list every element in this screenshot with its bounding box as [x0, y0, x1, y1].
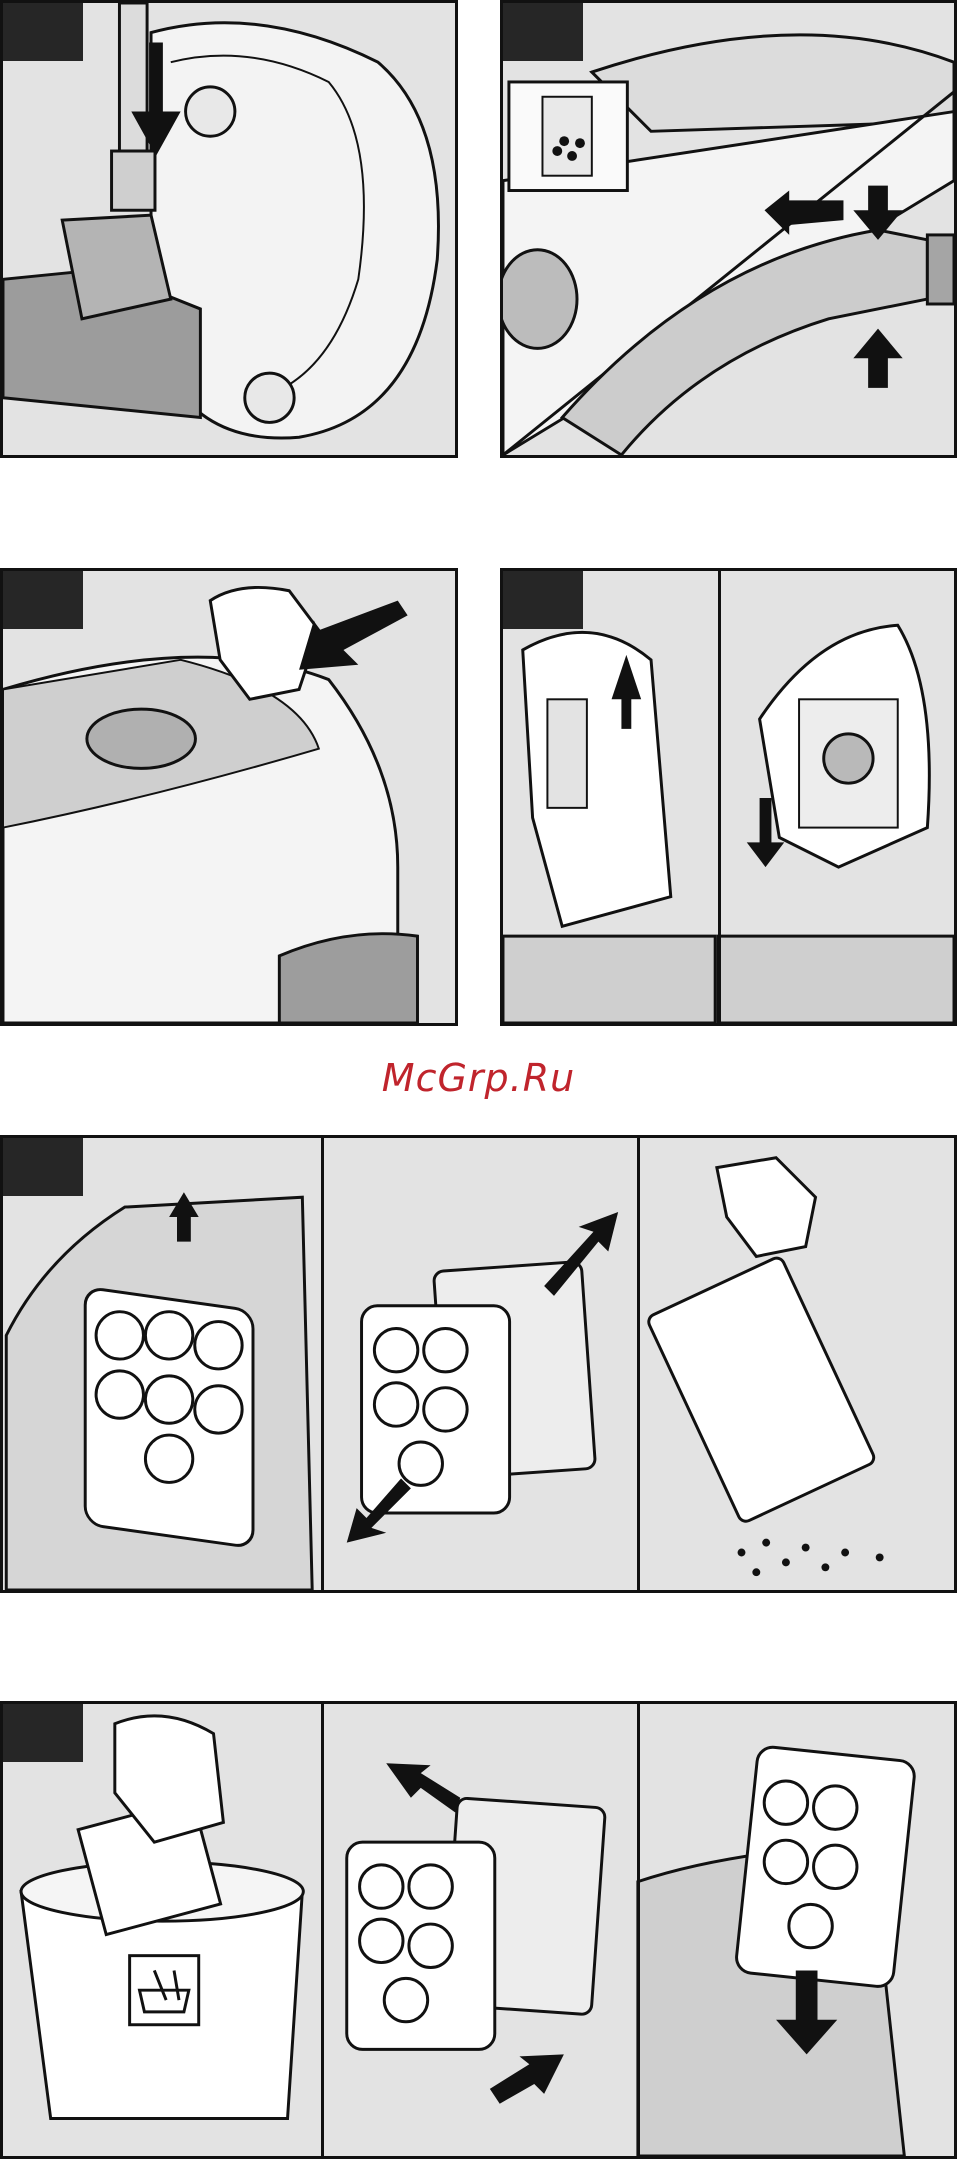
step-badge: [3, 1138, 83, 1196]
step-panel-replace-dustbag: [500, 568, 957, 1026]
step-panel-hose-release: [500, 0, 957, 458]
panel-divider: [718, 571, 721, 1023]
filter-remove-shake-illustration: [3, 1138, 954, 1590]
panel-divider: [637, 1704, 640, 2156]
step-badge: [503, 3, 583, 61]
step-badge: [3, 1704, 83, 1762]
step-badge: [3, 571, 83, 629]
panel-divider: [637, 1138, 640, 1590]
step-panel-park-tube: [0, 0, 458, 458]
step-panel-wash-filter: [0, 1701, 957, 2159]
step-badge: [503, 571, 583, 629]
panel-divider: [321, 1704, 324, 2156]
watermark-text: McGrp.Ru: [0, 1056, 957, 1100]
step-panel-remove-filter: [0, 1135, 957, 1593]
hose-release-illustration: [503, 3, 954, 455]
step-panel-open-lid: [0, 568, 458, 1026]
vacuum-tube-park-illustration: [3, 3, 455, 455]
step-badge: [3, 3, 83, 61]
filter-wash-reinsert-illustration: [3, 1704, 954, 2156]
dustbag-replace-illustration: [503, 571, 954, 1023]
lid-open-illustration: [3, 571, 455, 1023]
panel-divider: [321, 1138, 324, 1590]
